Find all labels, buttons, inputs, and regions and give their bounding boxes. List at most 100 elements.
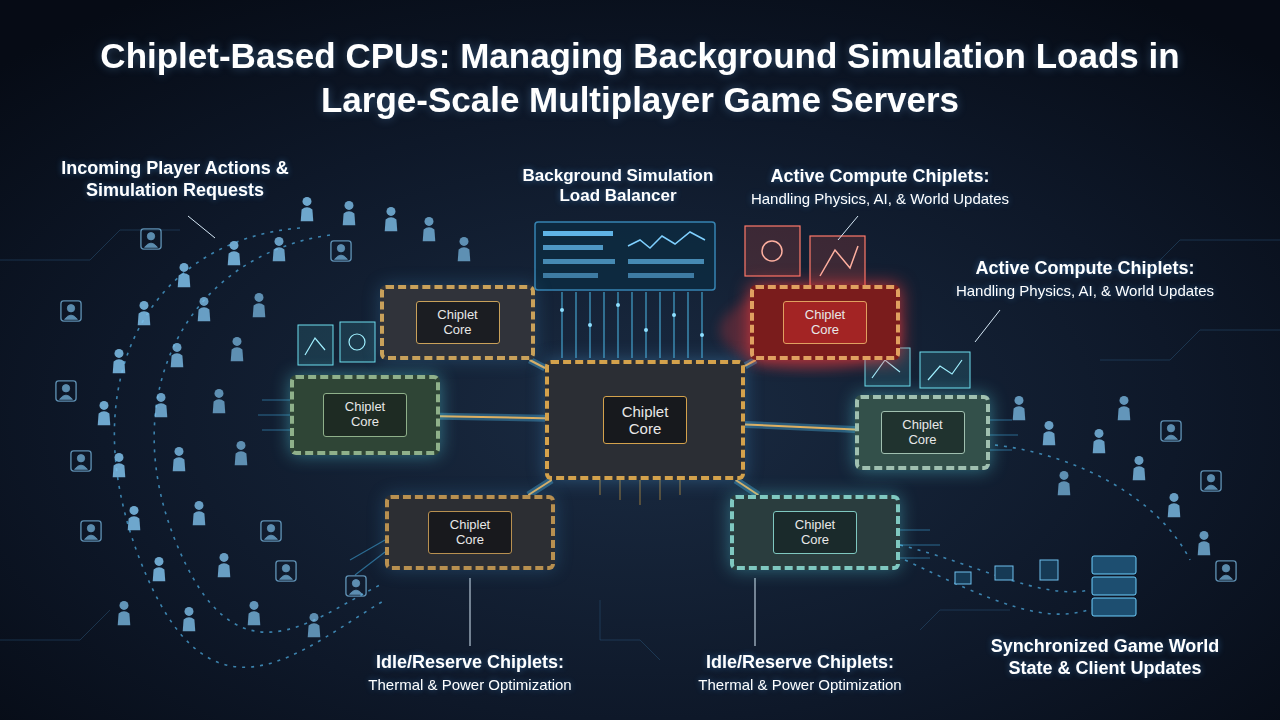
leader-line — [838, 216, 858, 240]
interconnect-line — [530, 360, 545, 368]
server-stack — [1092, 556, 1136, 616]
server-unit — [1092, 577, 1136, 595]
holo-panel — [745, 226, 800, 276]
client-icon — [955, 572, 971, 584]
bar — [543, 273, 598, 278]
trace — [600, 600, 660, 660]
chip-label: Chiplet Core — [612, 403, 678, 438]
chip-label: Chiplet Core — [792, 308, 858, 338]
callout-label: Active Compute Chiplets: — [770, 166, 989, 188]
interconnect-line — [745, 360, 756, 366]
player-icon — [98, 401, 111, 425]
stream — [900, 545, 1090, 592]
trace — [1100, 330, 1280, 360]
holo-panel — [340, 322, 375, 362]
interconnect-glow — [440, 416, 545, 418]
player-icon — [183, 607, 196, 631]
player-icon — [1133, 456, 1146, 480]
avatar-icon — [331, 241, 351, 261]
player-icon — [1013, 396, 1026, 420]
avatar-icon — [1161, 421, 1181, 441]
wire — [562, 292, 702, 358]
network-icon — [820, 246, 858, 276]
circuit-traces — [0, 230, 1280, 660]
chip-interconnect — [736, 480, 759, 495]
callout-label: Handling Physics, AI, & World Updates — [751, 190, 1009, 208]
interconnect-line — [440, 416, 545, 418]
bar — [543, 259, 615, 264]
gear-icon — [762, 241, 782, 261]
chip-interconnect — [745, 425, 855, 430]
interconnect-glow — [736, 480, 759, 495]
interconnect-line — [736, 480, 759, 495]
player-icon — [178, 263, 191, 287]
player-icon — [218, 553, 231, 577]
avatar-icon — [56, 381, 76, 401]
trace — [990, 420, 1018, 450]
leader-line — [188, 216, 215, 238]
avatar-icon — [141, 229, 161, 249]
avatar-icon — [61, 301, 81, 321]
player-icon — [1118, 396, 1131, 420]
stream — [905, 560, 1100, 614]
chip-interconnect — [528, 480, 551, 495]
trace — [900, 530, 940, 558]
sparkline — [628, 232, 705, 248]
player-icon — [153, 557, 166, 581]
chiplet-core: Chiplet Core — [380, 285, 535, 360]
leader-line — [470, 578, 471, 646]
avatar-icon — [276, 561, 296, 581]
avatar-icon — [1216, 561, 1236, 581]
client-icon — [995, 566, 1013, 580]
player-icon — [1058, 471, 1071, 495]
trace — [258, 400, 290, 430]
stream — [995, 445, 1190, 560]
player-icon — [343, 201, 356, 225]
player-icon — [155, 393, 168, 417]
avatar-icon — [346, 576, 366, 596]
player-icon — [423, 217, 436, 241]
interconnect-glow — [530, 360, 545, 368]
chip-die: Chiplet Core — [416, 301, 500, 345]
callout-label: Thermal & Power Optimization — [698, 676, 901, 694]
trace — [350, 540, 385, 575]
dot — [588, 323, 592, 327]
bar — [628, 259, 704, 264]
chip-label: Chiplet Core — [890, 418, 956, 448]
chip-die: Chiplet Core — [603, 396, 687, 445]
trace — [0, 610, 110, 640]
server-unit — [1092, 556, 1136, 574]
dot — [672, 313, 676, 317]
chip-die: Chiplet Core — [428, 511, 512, 555]
chiplet-core: Chiplet Core — [545, 360, 745, 480]
chip-label: Chiplet Core — [437, 518, 503, 548]
callout-label: Handling Physics, AI, & World Updates — [956, 282, 1214, 300]
chiplet-core: Chiplet Core — [750, 285, 900, 360]
interconnect-glow — [528, 480, 551, 495]
player-icon — [253, 293, 266, 317]
avatar-icon — [261, 521, 281, 541]
dot — [644, 328, 648, 332]
diagram-title: Chiplet-Based CPUs: Managing Background … — [90, 34, 1190, 122]
callout-label: Synchronized Game World State & Client U… — [975, 636, 1235, 679]
callout-label: Thermal & Power Optimization — [368, 676, 571, 694]
player-icon — [301, 197, 314, 221]
leader-line — [755, 578, 756, 646]
player-icon — [113, 349, 126, 373]
interconnect-glow — [745, 425, 855, 430]
chiplet-core: Chiplet Core — [855, 395, 990, 470]
player-icon — [308, 613, 321, 637]
chip-die: Chiplet Core — [323, 393, 407, 437]
network-icon — [872, 360, 900, 378]
bar — [628, 273, 694, 278]
interconnect-line — [745, 425, 855, 430]
server-unit — [1092, 598, 1136, 616]
wire-dots — [560, 303, 704, 337]
dot — [700, 333, 704, 337]
player-icon — [138, 301, 151, 325]
avatar-icon — [1201, 471, 1221, 491]
chip-label: Chiplet Core — [425, 308, 491, 338]
